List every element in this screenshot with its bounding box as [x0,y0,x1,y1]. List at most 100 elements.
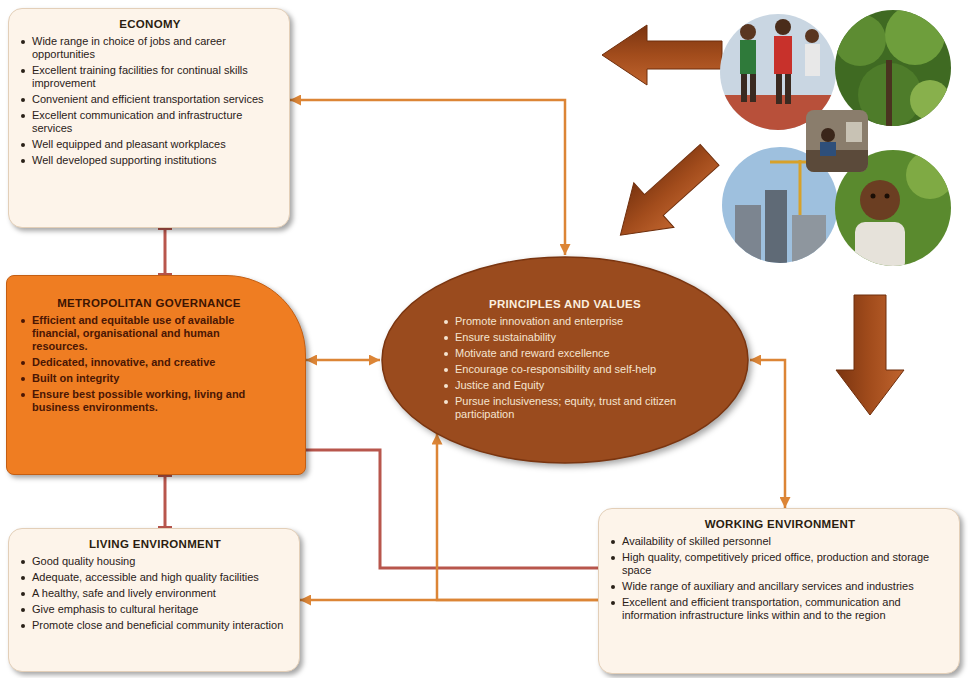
bullet-text: Excellent and efficient transportation, … [622,596,949,622]
bullet-text: Dedicated, innovative, and creative [32,356,215,369]
connector [290,100,565,255]
bullet-text: Availability of skilled personnel [622,535,771,548]
photo-runner [805,29,819,43]
bullet-item: Wide range in choice of jobs and career … [21,35,279,61]
node-content: WORKING ENVIRONMENT Availability of skill… [611,517,949,622]
photo-runner [776,74,782,104]
bullet-dot [21,159,25,163]
bullet-text: Excellent training facilities for contin… [32,64,279,90]
bullet-text: Pursue inclusiveness; equity, trust and … [455,395,686,421]
photo-runner [774,36,792,74]
text-item: Wide range in choice of jobs and career … [21,35,279,61]
bullet-dot [21,592,25,596]
living-box: LIVING ENVIRONMENT Good quality housingAd… [8,528,300,672]
photo-runner [740,24,756,40]
bullet-text: Convenient and efficient transportation … [32,93,264,106]
text-item: Built on integrity [21,372,277,385]
bullet-text: Well developed supporting institutions [32,154,216,167]
photo-office [806,110,868,172]
bullet-item: Well equipped and pleasant workplaces [21,138,279,151]
photo-collage [718,5,954,272]
box-heading: ECONOMY [21,17,279,31]
text-item: Availability of skilled personnel [611,535,949,548]
text-item: Well developed supporting institutions [21,154,279,167]
text-item: Wide range of auxiliary and ancillary se… [611,580,949,593]
text-item: METROPOLITAN GOVERNANCE [21,296,277,310]
text-item: Give emphasis to cultural heritage [21,603,289,616]
bullet-item: Efficient and equitable use of available… [21,314,277,353]
connector [306,450,598,568]
bullet-item: Well developed supporting institutions [21,154,279,167]
ellipse-shape [382,257,748,463]
bullet-item: Ensure sustainability [444,331,686,344]
bullet-text: A healthy, safe and lively environment [32,587,216,600]
photo-foliage [885,5,945,65]
node-content: METROPOLITAN GOVERNANCE Efficient and equ… [21,296,277,414]
bullet-text: Adequate, accessible and high quality fa… [32,571,259,584]
photo-runner [741,74,747,102]
text-item: High quality, competitively priced offic… [611,551,949,577]
text-item: Ensure sustainability [444,331,686,344]
photo-runner [775,19,791,35]
bullet-dot [21,560,25,564]
bullet-text: Built on integrity [32,372,119,385]
photo-building [792,215,826,265]
text-item: Adequate, accessible and high quality fa… [21,571,289,584]
text-item: Excellent training facilities for contin… [21,64,279,90]
bullet-item: Promote innovation and enterprise [444,315,686,328]
bullet-text: Motivate and reward excellence [455,347,610,360]
bullet-item: Give emphasis to cultural heritage [21,603,289,616]
photo-face [860,180,900,220]
text-item: Well equipped and pleasant workplaces [21,138,279,151]
photo-trunk [886,60,892,130]
box-heading: LIVING ENVIRONMENT [21,537,289,551]
connector [750,360,785,508]
bullet-dot [444,352,448,356]
bullet-item: Pursue inclusiveness; equity, trust and … [444,395,686,421]
bullet-dot [444,320,448,324]
bullet-item: Adequate, accessible and high quality fa… [21,571,289,584]
bullet-text: Ensure best possible working, living and… [32,388,277,414]
bullet-text: Good quality housing [32,555,135,568]
bullet-dot [444,384,448,388]
bullet-text: Well equipped and pleasant workplaces [32,138,226,151]
photo-runner [750,74,756,102]
bullet-item: Promote close and beneficial community i… [21,619,289,632]
bullet-text: Justice and Equity [455,379,544,392]
bullet-dot [611,556,615,560]
bullet-text: High quality, competitively priced offic… [622,551,949,577]
bullet-item: Dedicated, innovative, and creative [21,356,277,369]
bullet-item: Excellent training facilities for contin… [21,64,279,90]
box-heading: WORKING ENVIRONMENT [611,517,949,531]
photo-crane [799,160,802,215]
bullet-item: Encourage co-responsibility and self-hel… [444,363,686,376]
bullet-dot [21,576,25,580]
connector [164,475,167,528]
text-item: Efficient and equitable use of available… [21,314,277,353]
text-item: WORKING ENVIRONMENT [611,517,949,531]
bullet-item: Ensure best possible working, living and… [21,388,277,414]
photo-building [735,205,761,265]
text-item: Pursue inclusiveness; equity, trust and … [444,395,686,421]
text-item: Excellent communication and infrastructu… [21,109,279,135]
bullet-text: Efficient and equitable use of available… [32,314,277,353]
bullet-dot [21,143,25,147]
connector [164,228,167,275]
bullet-item: Justice and Equity [444,379,686,392]
text-item: LIVING ENVIRONMENT [21,537,289,551]
bullet-item: Good quality housing [21,555,289,568]
bullet-dot [21,40,25,44]
photo-leaves [906,151,954,199]
photo-building [765,190,787,265]
text-item: Convenient and efficient transportation … [21,93,279,106]
text-item: Encourage co-responsibility and self-hel… [444,363,686,376]
text-item: Dedicated, innovative, and creative [21,356,277,369]
bullet-item: Excellent and efficient transportation, … [611,596,949,622]
bullet-dot [21,608,25,612]
bullet-dot [21,393,25,397]
bullet-dot [21,98,25,102]
bullet-dot [444,400,448,404]
photo-runner [785,74,791,104]
text-item: PRINCIPLES AND VALUES [444,297,686,311]
working-box: WORKING ENVIRONMENT Availability of skill… [598,508,960,674]
